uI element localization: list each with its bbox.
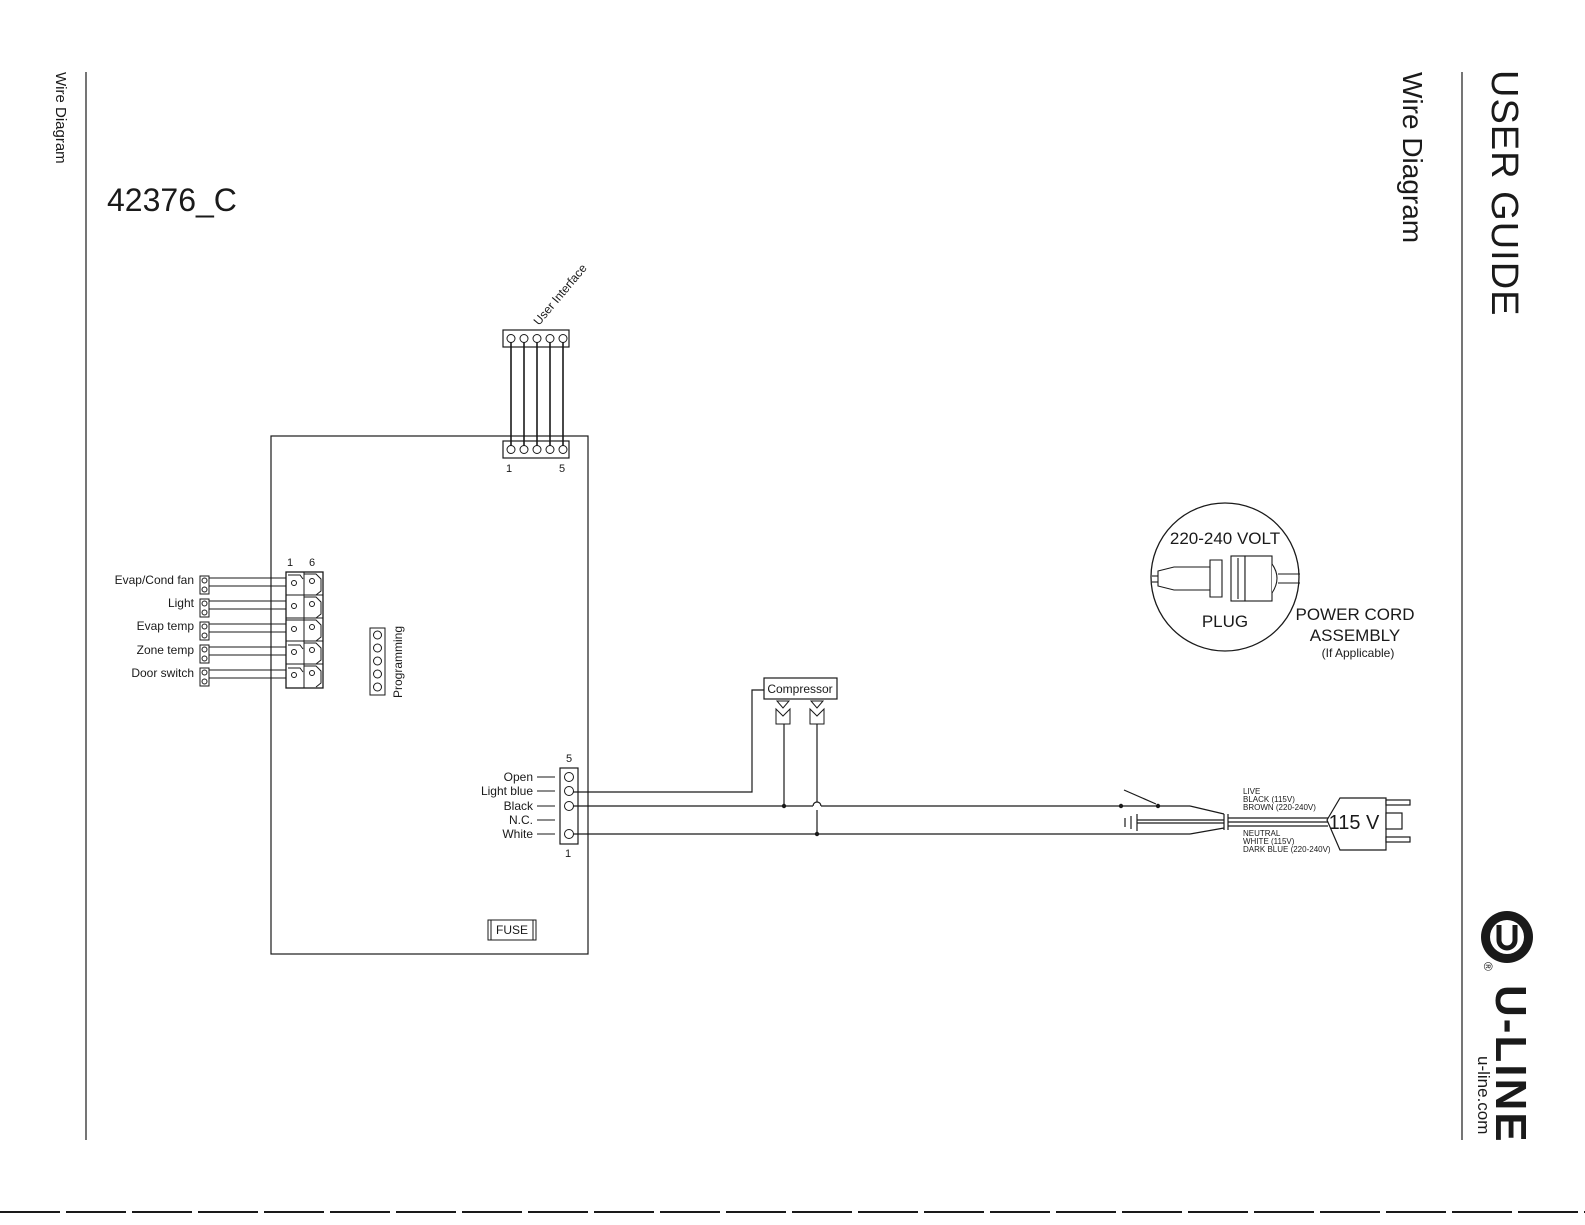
ui-pin-end: 5 [559,463,565,475]
main-wiring [573,689,1328,835]
us-plug [1326,797,1411,851]
intl-plug-icon [1152,555,1300,602]
board-ui-connector [502,440,570,459]
terminal-label-black: Black [504,799,534,813]
compressor-label: Compressor [767,682,832,696]
left-connector-pin-start: 1 [287,557,293,569]
power-cord-label-line1: POWER CORD [1296,605,1415,624]
left-connector-pin-end: 6 [309,557,315,569]
website: u-line.com [1474,1056,1493,1134]
fuse: FUSE [487,919,537,941]
compressor-box [763,677,838,700]
label-zone-temp: Zone temp [137,643,195,657]
user-interface-pins [506,334,568,343]
user-interface-ribbon-wires [510,342,564,446]
neutral-dark-blue: DARK BLUE (220-240V) [1243,845,1331,854]
neutral-label: NEUTRAL [1243,829,1281,838]
plug-voltage-intl: 220-240 VOLT [1170,529,1280,548]
user-interface-label: User Interface [531,261,590,328]
guide-title: USER GUIDE [1483,70,1525,316]
user-interface-connector [502,329,570,348]
label-evap-temp: Evap temp [137,619,195,633]
neutral-white: WHITE (115V) [1243,837,1295,846]
terminal-contacts [537,772,574,839]
registered-mark: ® [1481,962,1495,971]
terminal-label-white: White [502,827,533,841]
control-board [270,435,589,955]
terminal-label-light-blue: Light blue [481,784,533,798]
plug-voltage-us: 115 V [1329,812,1380,834]
u-line-wordmark: U-LINE [1486,985,1535,1144]
power-cord-label-line2: ASSEMBLY [1310,626,1400,645]
side-title-right: Wire Diagram [1397,72,1428,243]
programming-label: Programming [391,626,405,698]
left-connector-wiring [199,571,324,689]
programming-header [369,627,386,696]
power-cord-note: (If Applicable) [1322,646,1395,660]
intl-plug-circle [1150,502,1300,652]
terminal-label-nc: N.C. [509,813,533,827]
label-door-switch: Door switch [131,666,194,680]
u-line-logo-icon [1481,911,1533,963]
compressor-terminals [775,700,825,725]
label-light: Light [168,596,195,610]
diagram-id: 42376_C [107,182,237,218]
board-ui-pins [506,445,568,454]
terminal-pin-bottom: 1 [565,848,571,860]
terminal-pin-top: 5 [566,753,572,765]
side-title-left: Wire Diagram [52,72,69,164]
terminal-label-open: Open [504,770,533,784]
fuse-label: FUSE [496,923,528,937]
live-brown: BROWN (220-240V) [1243,803,1316,812]
label-evap-cond-fan: Evap/Cond fan [115,573,194,587]
ui-pin-start: 1 [506,463,512,475]
live-black: BLACK (115V) [1243,795,1295,804]
plug-label: PLUG [1202,612,1248,631]
live-label: LIVE [1243,787,1260,796]
junction-dots [781,803,1161,837]
